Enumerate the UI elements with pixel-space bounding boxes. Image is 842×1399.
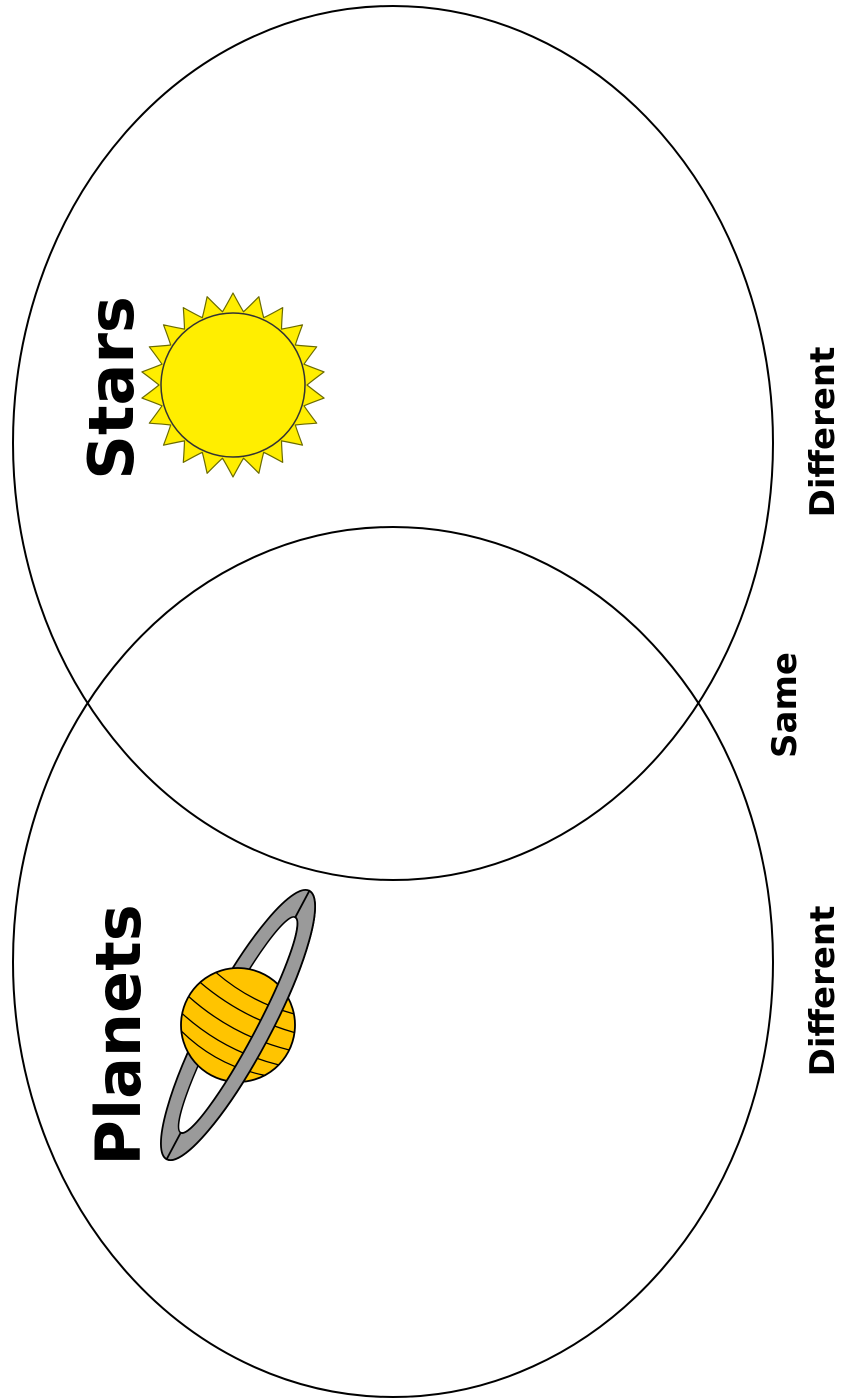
stars-different-label: Different [803, 347, 842, 518]
sun-icon [142, 293, 324, 477]
stars-title: Stars [75, 296, 148, 480]
same-label: Same [765, 652, 805, 758]
planets-title: Planets [82, 904, 155, 1165]
planets-different-label: Different [803, 906, 842, 1077]
